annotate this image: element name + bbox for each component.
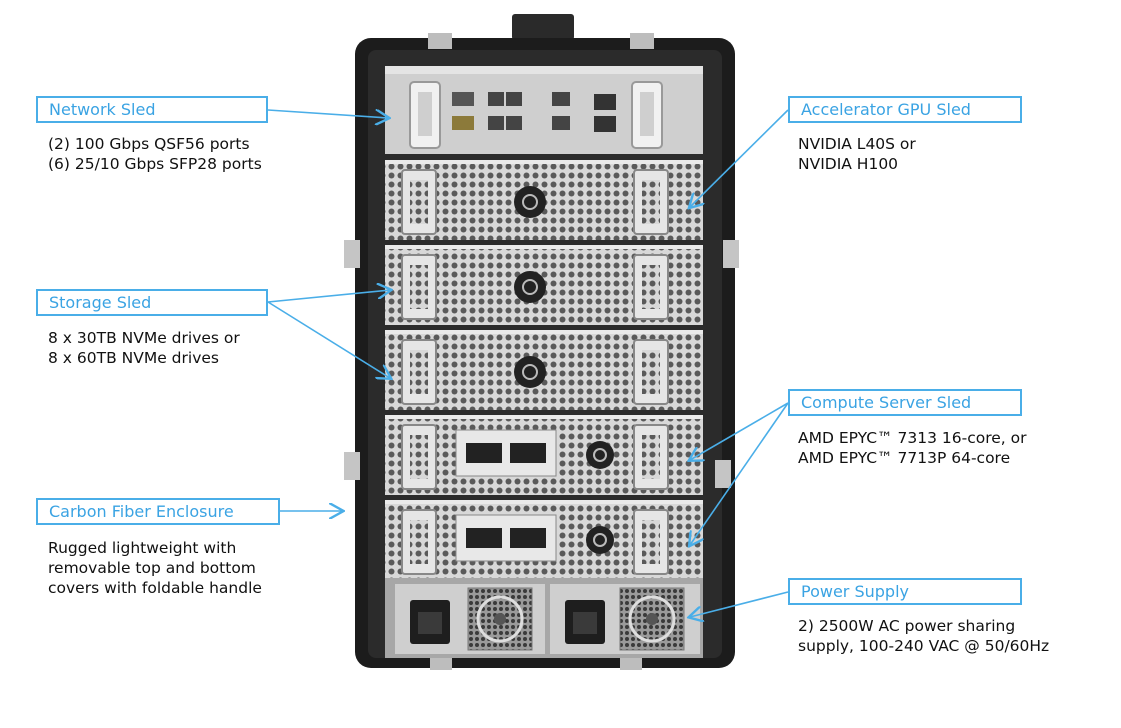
qsfp-port-icon	[466, 443, 502, 463]
power-supply-description: 2) 2500W AC power sharing supply, 100-24…	[798, 616, 1049, 656]
network-sled	[385, 66, 703, 154]
side-latch-right	[723, 240, 739, 268]
network-line-1: (2) 100 Gbps QSF56 ports	[48, 135, 250, 153]
rj45-port-icon	[594, 94, 616, 110]
power-line-2: supply, 100-240 VAC @ 50/60Hz	[798, 637, 1050, 655]
compute-sled-description: AMD EPYC™ 7313 16-core, or AMD EPYC™ 771…	[798, 428, 1026, 468]
network-sled-description: (2) 100 Gbps QSF56 ports (6) 25/10 Gbps …	[48, 134, 262, 174]
power-button-icon	[586, 441, 614, 469]
compute-sled-label: Compute Server Sled	[788, 389, 1022, 416]
bottom-latch-right	[620, 656, 642, 670]
power-button-icon	[514, 186, 546, 218]
power-supply-section	[385, 578, 703, 658]
network-sled-label: Network Sled	[36, 96, 268, 123]
storage-sled-label: Storage Sled	[36, 289, 268, 316]
qsfp-port-icon	[452, 92, 474, 106]
storage-line-2: 8 x 60TB NVMe drives	[48, 349, 219, 367]
bottom-latch-left	[430, 656, 452, 670]
qsfp-port-icon	[466, 528, 502, 548]
power-button-icon	[514, 356, 546, 388]
gpu-sled-description: NVIDIA L40S or NVIDIA H100	[798, 134, 916, 174]
compute-line-2: AMD EPYC™ 7713P 64-core	[798, 449, 1011, 467]
gpu-sled-1	[385, 160, 703, 240]
top-latch-right	[630, 33, 654, 49]
power-button-icon	[514, 271, 546, 303]
gpu-line-1: NVIDIA L40S or	[798, 135, 916, 153]
network-line-2: (6) 25/10 Gbps SFP28 ports	[48, 155, 262, 173]
power-button-icon	[586, 526, 614, 554]
enclosure-line-3: covers with foldable handle	[48, 579, 262, 597]
gpu-sled-label: Accelerator GPU Sled	[788, 96, 1022, 123]
enclosure-label: Carbon Fiber Enclosure	[36, 498, 280, 525]
top-handle	[512, 14, 574, 40]
side-latch-left	[344, 240, 360, 268]
power-line-1: 2) 2500W AC power sharing	[798, 617, 1016, 635]
enclosure-line-2: removable top and bottom	[48, 559, 256, 577]
side-latch-right-low	[715, 460, 731, 488]
enclosure-line-1: Rugged lightweight with	[48, 539, 237, 557]
sfp-port-icon	[488, 92, 504, 106]
enclosure-description: Rugged lightweight with removable top an…	[48, 538, 262, 598]
gpu-line-2: NVIDIA H100	[798, 155, 899, 173]
storage-sled-2	[385, 245, 703, 325]
storage-sled-description: 8 x 30TB NVMe drives or 8 x 60TB NVMe dr…	[48, 328, 240, 368]
storage-line-1: 8 x 30TB NVMe drives or	[48, 329, 240, 347]
compute-line-1: AMD EPYC™ 7313 16-core, or	[798, 429, 1027, 447]
storage-sled-3	[385, 330, 703, 410]
top-latch-left	[428, 33, 452, 49]
compute-sled-5	[385, 500, 703, 580]
compute-sled-4	[385, 415, 703, 495]
side-latch-left-low	[344, 452, 360, 480]
power-supply-label: Power Supply	[788, 578, 1022, 605]
